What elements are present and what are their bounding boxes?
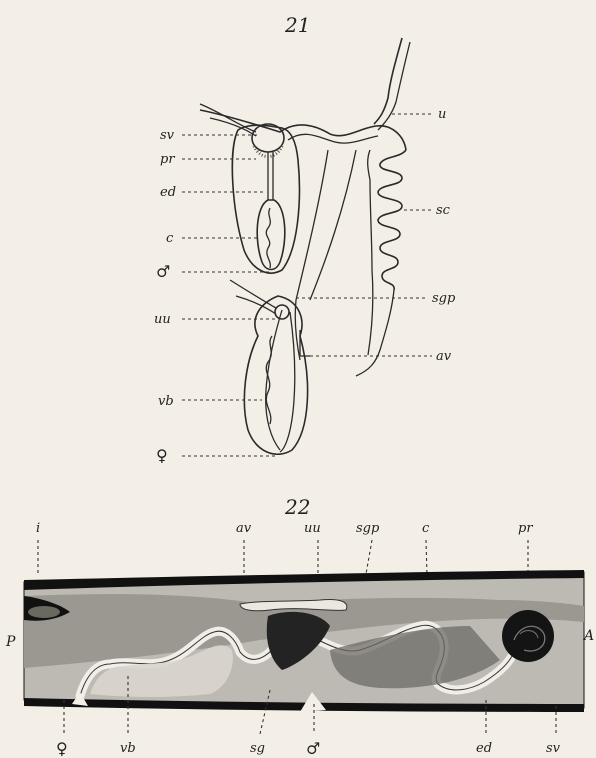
prostate-bulb — [502, 610, 554, 662]
label22-P: P — [5, 634, 16, 650]
label-c: c — [166, 231, 174, 246]
label22-vb: vb — [120, 741, 136, 756]
posterior-spot — [28, 606, 60, 618]
fig21-left-labels: sv pr ed c ♂ uu vb ♀ — [154, 128, 278, 465]
label22-uu: uu — [304, 521, 321, 536]
label22-sv: sv — [546, 741, 561, 756]
male-capsule — [232, 125, 299, 273]
label-female: ♀ — [156, 446, 168, 465]
label22-c: c — [422, 521, 430, 536]
label-pr: pr — [160, 152, 175, 167]
female-capsule — [244, 296, 307, 454]
fig21-right-labels: u sc sgp av — [296, 107, 456, 364]
label-av: av — [436, 349, 452, 364]
label-sv: sv — [160, 128, 175, 143]
label-uu: uu — [154, 312, 171, 327]
label-sc: sc — [436, 203, 451, 218]
label-vb: vb — [158, 394, 174, 409]
seminal-duct-loop — [200, 110, 406, 150]
ureter-duct — [374, 38, 402, 124]
figure-21-number: 21 — [284, 13, 310, 37]
label-male: ♂ — [156, 262, 170, 281]
figure-22-number: 22 — [284, 495, 310, 519]
label22-av: av — [236, 521, 252, 536]
figure-22: 22 i av uu sgp c pr — [5, 495, 594, 758]
label22-sgp: sgp — [356, 521, 380, 536]
ureter-duct-inner — [378, 42, 410, 130]
label22-female: ♀ — [56, 739, 68, 758]
label-sgp: sgp — [432, 291, 456, 306]
label22-sg: sg — [250, 741, 265, 756]
label-u: u — [438, 107, 446, 122]
label22-A: A — [582, 628, 594, 644]
label-ed: ed — [160, 185, 176, 200]
label22-i: i — [36, 521, 40, 536]
label22-pr: pr — [518, 521, 533, 536]
input-duct — [200, 104, 256, 132]
cirrus-sac — [257, 200, 285, 270]
figure-21: 21 — [154, 13, 456, 465]
label22-male: ♂ — [306, 739, 320, 758]
label22-ed: ed — [476, 741, 492, 756]
spiral-coil — [356, 150, 406, 376]
